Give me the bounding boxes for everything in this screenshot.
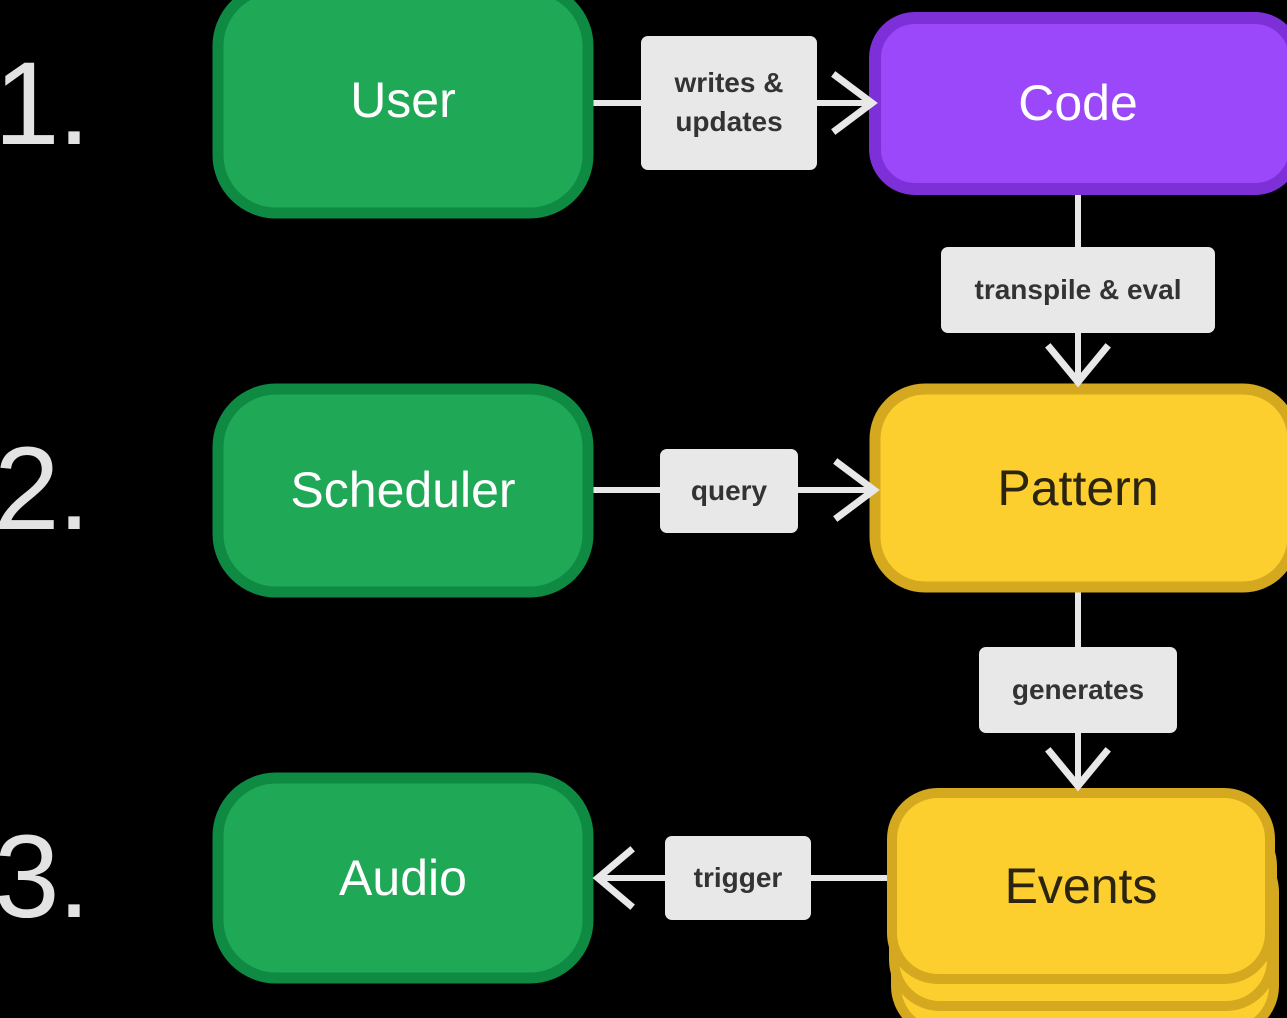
edge-label-line: updates (675, 106, 783, 137)
edge-label-line: transpile & eval (974, 273, 1182, 305)
node-hit-user[interactable] (218, 0, 588, 213)
edge-label-transpile-eval[interactable]: transpile & eval (941, 247, 1215, 333)
edge-label-line: trigger (693, 861, 783, 893)
node-audio[interactable] (212, 772, 594, 984)
arrowheads (592, 71, 1111, 910)
arrowhead-user-code (831, 71, 878, 135)
edge-label-line: query (690, 474, 768, 506)
edge-label-trigger[interactable]: trigger (665, 836, 811, 920)
node-hit-pattern[interactable] (875, 389, 1287, 587)
arrowhead-code-pattern (1045, 343, 1111, 388)
step-number-1: 1. (0, 38, 90, 170)
edge-label-query[interactable]: query (660, 449, 798, 533)
node-scheduler[interactable] (212, 383, 594, 598)
node-hit-events[interactable] (892, 793, 1274, 1018)
step-number-3: 3. (0, 811, 90, 943)
node-hit-audio[interactable] (218, 778, 588, 978)
step-number-2: 2. (0, 423, 90, 555)
edge-label-generates[interactable]: generates (979, 647, 1177, 733)
arrowhead-pattern-events (1045, 747, 1111, 792)
node-hit-code[interactable] (875, 18, 1287, 189)
node-hit-scheduler[interactable] (218, 389, 588, 592)
arrowhead-events-audio (592, 846, 635, 910)
edge-label-writes-updates[interactable]: writes & updates (641, 36, 817, 170)
edge-label-line: generates (1011, 673, 1145, 705)
arrowhead-scheduler-pattern (833, 458, 880, 522)
node-user[interactable] (212, 0, 594, 219)
edge-label-line: writes & (674, 67, 784, 99)
node-events[interactable] (887, 788, 1279, 1018)
